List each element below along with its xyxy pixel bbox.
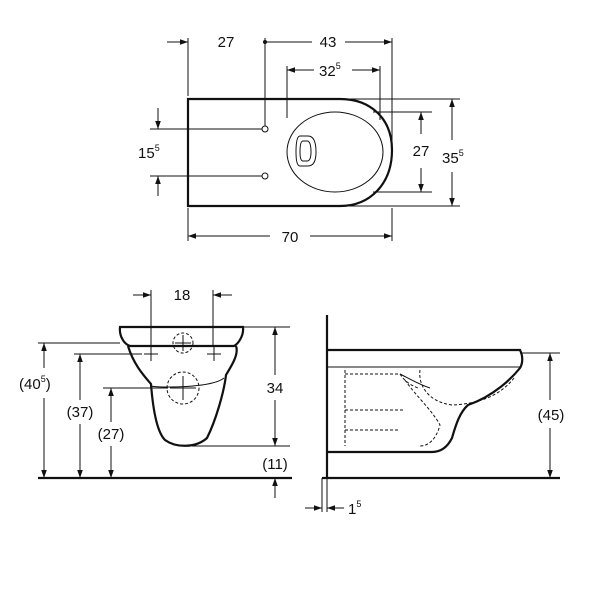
crosshair-center — [175, 335, 191, 351]
side-profile-outer — [327, 348, 524, 454]
dim-27-label: 27 — [218, 34, 235, 51]
front-drain-dashed — [166, 371, 200, 405]
dim-15-5-label: 155 — [138, 143, 160, 162]
dim-35-5-label: 355 — [442, 148, 464, 167]
dim-45-label: (45) — [538, 407, 565, 424]
drain-opening — [295, 135, 317, 167]
front-hole-center — [172, 332, 194, 354]
drain-inner — [299, 140, 312, 162]
mounting-hole-upper — [261, 125, 269, 133]
dim-origin-dot — [263, 40, 267, 44]
seat-ellipse — [286, 111, 384, 193]
dim-27-front-label: (27) — [98, 426, 125, 443]
front-bowl — [126, 345, 238, 447]
dim-18-label: 18 — [174, 287, 191, 304]
front-view: 18 (405) (37) (27) 34 (11) — [19, 287, 292, 498]
dim-43-label: 43 — [320, 34, 337, 51]
crosshair-drain — [170, 376, 196, 400]
dim-70-label: 70 — [282, 229, 299, 246]
dim-27-height-label: 27 — [413, 143, 430, 160]
dim-11-label: (11) — [262, 456, 288, 473]
side-dash-upper — [345, 373, 419, 389]
dim-32-5-label: 325 — [319, 61, 341, 80]
side-dash-trap — [404, 379, 441, 447]
dim-37-label: (37) — [67, 404, 94, 421]
mounting-hole-lower — [261, 172, 269, 180]
side-inner-curve — [399, 373, 431, 389]
top-view: 27 43 325 155 27 355 70 — [138, 34, 464, 246]
top-view-outline — [186, 97, 394, 208]
dim-34-label: 34 — [267, 380, 284, 397]
dim-1-5-label: 15 — [348, 499, 361, 518]
crosshair-right — [207, 347, 221, 361]
dim-40-5-label: (405) — [19, 374, 51, 393]
front-rim — [118, 325, 245, 348]
side-view: (45) 15 — [305, 315, 564, 518]
front-bowl-inner — [149, 377, 225, 388]
crosshair-left — [144, 347, 158, 361]
